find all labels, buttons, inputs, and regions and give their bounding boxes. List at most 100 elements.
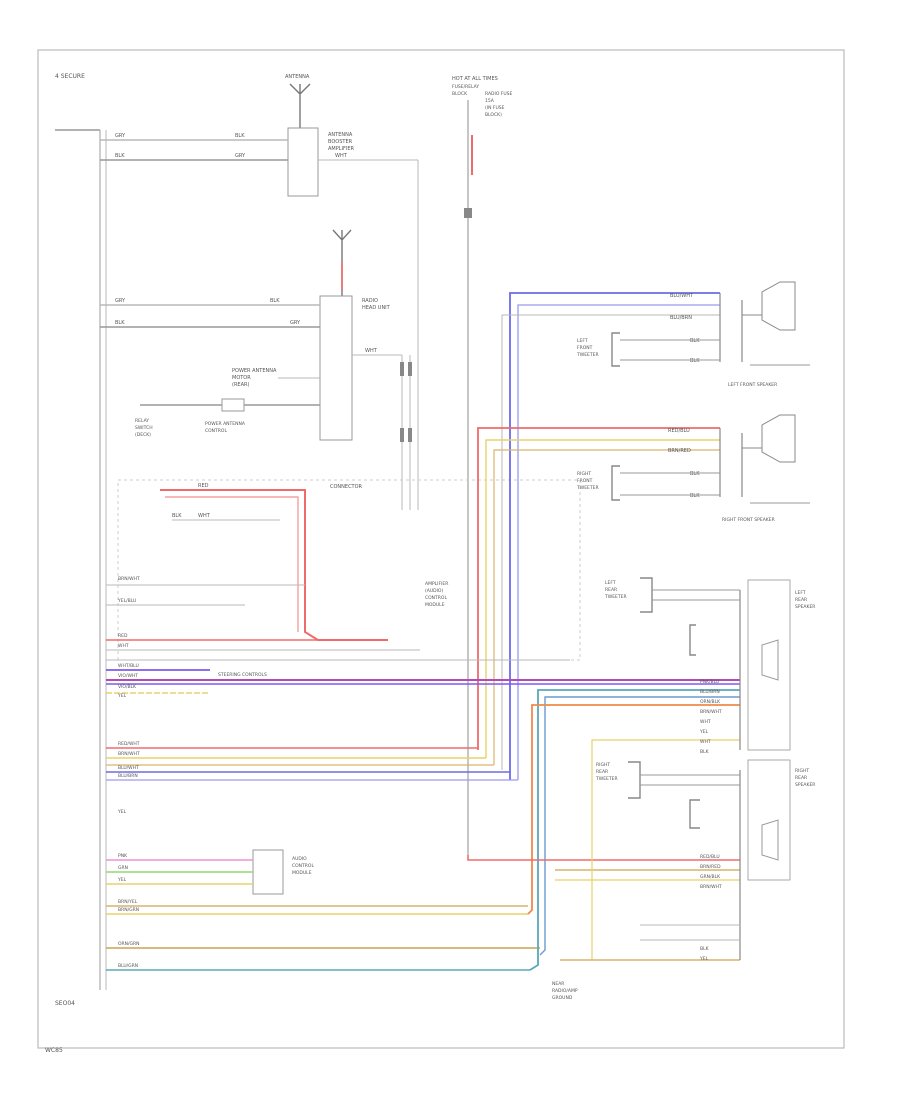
power-antenna-label-3: (REAR) (232, 382, 249, 388)
wl-rf-red: RED/BLU (668, 428, 690, 434)
rear-red (467, 855, 740, 861)
rr-speaker-1: RIGHT (795, 768, 809, 774)
rf-tweeter-3: TWEETER (576, 485, 599, 491)
lf-tweeter-3: TWEETER (576, 352, 599, 358)
rear-teal (529, 689, 740, 971)
left-rear-speaker-group (640, 577, 791, 751)
antenna-label: ANTENNA (285, 74, 310, 80)
fuse-line-1: FUSE/RELAY (452, 84, 479, 90)
lr-speaker-1: LEFT (795, 590, 806, 596)
left-wire-label: PNK (118, 853, 128, 859)
amp-mod-4: MODULE (425, 602, 445, 608)
left-wire-label: VIO/BLK (118, 684, 137, 690)
left-wire-label: YEL/BLU (117, 598, 136, 604)
rr-speaker-3: SPEAKER (795, 782, 815, 788)
wl-wht-top: WHT (198, 513, 211, 519)
left-wire-label: BLU/BRN (118, 773, 138, 779)
diagram-border (37, 49, 845, 1049)
wl-top5: WHT (335, 153, 348, 159)
right-wire-label: BLK (700, 946, 710, 952)
antenna-booster-box (287, 127, 319, 197)
steering-ctrl-label: STEERING CONTROLS (218, 672, 267, 678)
right-wire-label: BRN/WHT (700, 709, 722, 715)
near-ground-1: NEAR (552, 981, 564, 987)
lr-tweeter-1: LEFT (605, 580, 616, 586)
left-wire-label: WHT (118, 643, 129, 649)
wl-mid5: WHT (365, 348, 378, 354)
fuse-note-4: BLOCK) (485, 112, 502, 118)
right-wire-label: YEL (699, 956, 709, 962)
rr-tweeter-2: REAR (596, 769, 608, 775)
rr-tweeter-3: TWEETER (595, 776, 618, 782)
wl-mid1: GRY (115, 298, 126, 304)
left-wire-label: GRN (118, 865, 128, 871)
fuse-note-2: 15A (485, 98, 495, 104)
pa-ctrl-label-2: CONTROL (205, 428, 227, 434)
near-ground-3: GROUND (552, 995, 573, 1001)
left-wire-label: BRN/YEL (118, 899, 138, 905)
wl-rf-gry: BLK (690, 493, 700, 499)
left-wire-label: YEL (117, 809, 127, 815)
antenna-top: ANTENNA (285, 74, 311, 128)
system-label: 4 SECURE (55, 73, 85, 80)
left-wire-labels: BRN/WHTYEL/BLUREDWHTWHT/BLUVIO/WHTVIO/BL… (117, 576, 140, 969)
right-wire-label: ORN/BLK (700, 699, 721, 705)
pa-switch (221, 398, 245, 412)
antenna-mid (332, 229, 352, 296)
right-wire-label: BRN/RED (700, 864, 721, 870)
tan-front-wire (493, 449, 720, 765)
yellow-front-wire (485, 439, 720, 758)
left-wire-label: ORN/GRN (118, 941, 140, 947)
wl-top4: GRY (235, 153, 246, 159)
rear-yellow-drop (591, 739, 740, 960)
wl-mid3: BLK (270, 298, 280, 304)
pa-ctrl-label-1: POWER ANTENNA (205, 421, 246, 427)
fuse-note-3: (IN FUSE (485, 105, 505, 111)
gm-label-2: CONTROL (292, 863, 314, 869)
left-wire-label: YEL (117, 877, 127, 883)
right-wire-label: WHT (700, 739, 711, 745)
switch-label-3: (DECK) (135, 432, 151, 438)
conn-mid-b (408, 362, 412, 376)
wl-top1: GRY (115, 133, 126, 139)
wl-lf-blk: BLK (690, 338, 700, 344)
right-wire-labels: PNK/BLUBLU/BRNORN/BLKBRN/WHTWHTYELWHTBLK… (699, 679, 722, 962)
gray-front-wire (501, 314, 720, 770)
lr-speaker-2: REAR (795, 597, 807, 603)
gm-label-1: AUDIO (292, 856, 307, 862)
wl-mid2: BLK (115, 320, 125, 326)
fuse-block-1 (464, 208, 472, 218)
left-wire-label: RED/WHT (118, 741, 140, 747)
right-wire-label: WHT (700, 719, 711, 725)
radio-label-1: RADIO (362, 298, 378, 304)
page-code: WC85 (45, 1047, 63, 1054)
left-front-speaker-group (611, 281, 810, 367)
lr-tweeter-3: TWEETER (604, 594, 627, 600)
power-antenna-label-1: POWER ANTENNA (232, 368, 277, 374)
wl-lf-wht: BLU/BRN (670, 315, 692, 321)
right-rear-speaker-group (628, 759, 791, 960)
right-wire-label: BLU/BRN (700, 689, 720, 695)
fuse-line-2: BLOCK (452, 91, 468, 97)
red-front-wire (477, 427, 720, 750)
conn-mid-c (400, 428, 404, 442)
rr-speaker-2: REAR (795, 775, 807, 781)
right-wire-label: GRN/BLK (700, 874, 721, 880)
rf-tweeter-1: RIGHT (577, 471, 591, 477)
lf-speaker-label: LEFT FRONT SPEAKER (728, 382, 777, 388)
lf-tweeter-2: FRONT (577, 345, 593, 351)
conn-mid-a (400, 362, 404, 376)
lr-speaker-3: SPEAKER (795, 604, 815, 610)
right-wire-label: BLK (700, 749, 710, 755)
right-wire-label: YEL (699, 729, 709, 735)
lf-tweeter-1: LEFT (577, 338, 588, 344)
gm-label-3: MODULE (292, 870, 312, 876)
red-wire-loop (160, 489, 388, 641)
left-wire-label: VIO/WHT (118, 673, 138, 679)
wl-red-top: RED (198, 483, 209, 489)
right-front-speaker-group (611, 414, 810, 504)
left-wire-label: BLU/WHT (118, 765, 139, 771)
rr-tweeter-1: RIGHT (596, 762, 610, 768)
wl-top3: BLK (235, 133, 245, 139)
